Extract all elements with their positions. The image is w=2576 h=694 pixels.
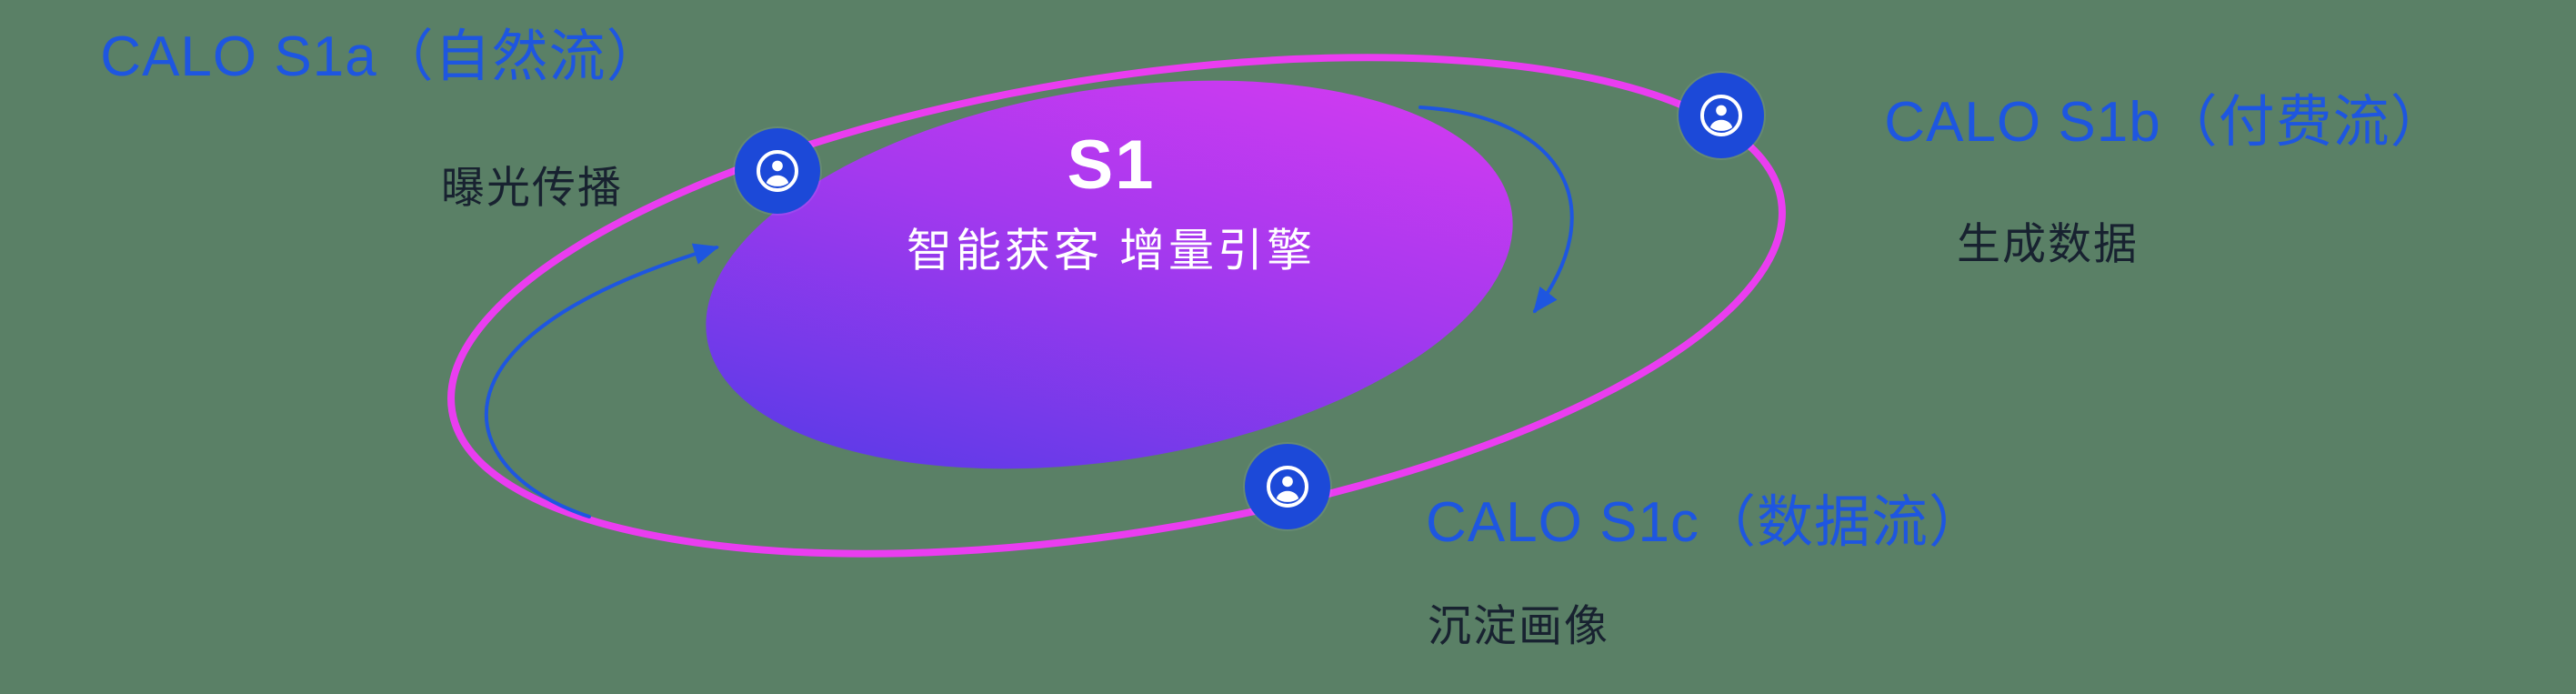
user-in-circle-icon xyxy=(1696,90,1747,141)
label-s1c-subtitle: 沉淀画像 xyxy=(1427,602,1610,651)
node-s1c xyxy=(1245,444,1330,529)
label-s1b-title: CALO S1b（付费流） xyxy=(1884,90,2448,154)
label-s1a-subtitle: 曝光传播 xyxy=(440,164,624,213)
center-title: S1 xyxy=(1067,126,1156,205)
node-s1b xyxy=(1679,73,1764,158)
flow-arrow-left xyxy=(484,243,720,518)
node-s1a xyxy=(735,128,820,214)
center-subtitle: 智能获客 增量引擎 xyxy=(907,225,1316,277)
user-in-circle-icon xyxy=(752,146,803,196)
flow-arrow-right xyxy=(1418,106,1574,314)
label-s1c-title: CALO S1c（数据流） xyxy=(1426,490,1986,554)
label-s1b-subtitle: 生成数据 xyxy=(1956,220,2140,269)
center-ellipse xyxy=(706,80,1513,469)
label-s1a-title: CALO S1a（自然流） xyxy=(100,25,664,88)
orbit-ring xyxy=(447,54,1786,558)
user-in-circle-icon xyxy=(1262,461,1313,512)
